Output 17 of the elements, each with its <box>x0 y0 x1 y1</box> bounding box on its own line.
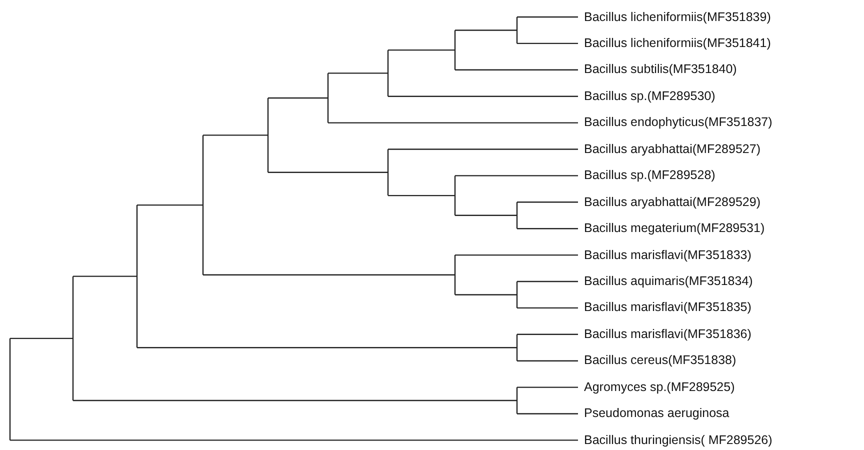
taxon-label: Bacillus licheniformiis(MF351841) <box>584 36 771 51</box>
taxon-label: Bacillus endophyticus(MF351837) <box>584 115 772 130</box>
taxon-label: Bacillus marisflavi(MF351833) <box>584 248 752 263</box>
taxon-label: Pseudomonas aeruginosa <box>584 406 730 422</box>
taxon-label: Bacillus megaterium(MF289531) <box>584 221 765 236</box>
taxon-label: Bacillus subtilis(MF351840) <box>584 62 737 78</box>
taxon-label: Bacillus marisflavi(MF351835) <box>584 300 752 316</box>
taxon-label: Bacillus aryabhattai(MF289527) <box>584 142 760 157</box>
taxon-label: Bacillus thuringiensis( MF289526) <box>584 432 772 448</box>
taxon-label: Bacillus licheniformiis(MF351839) <box>584 10 771 24</box>
taxon-label: Bacillus sp.(MF289530) <box>584 88 716 104</box>
taxon-label: Bacillus marisflavi(MF351836) <box>584 326 752 342</box>
taxon-label: Bacillus sp.(MF289528) <box>584 168 716 184</box>
taxon-label: Bacillus cereus(MF351838) <box>584 353 736 368</box>
taxon-label: Bacillus aquimaris(MF351834) <box>584 274 753 289</box>
taxon-label: Agromyces sp.(MF289525) <box>584 380 735 395</box>
taxon-label: Bacillus aryabhattai(MF289529) <box>584 194 760 210</box>
